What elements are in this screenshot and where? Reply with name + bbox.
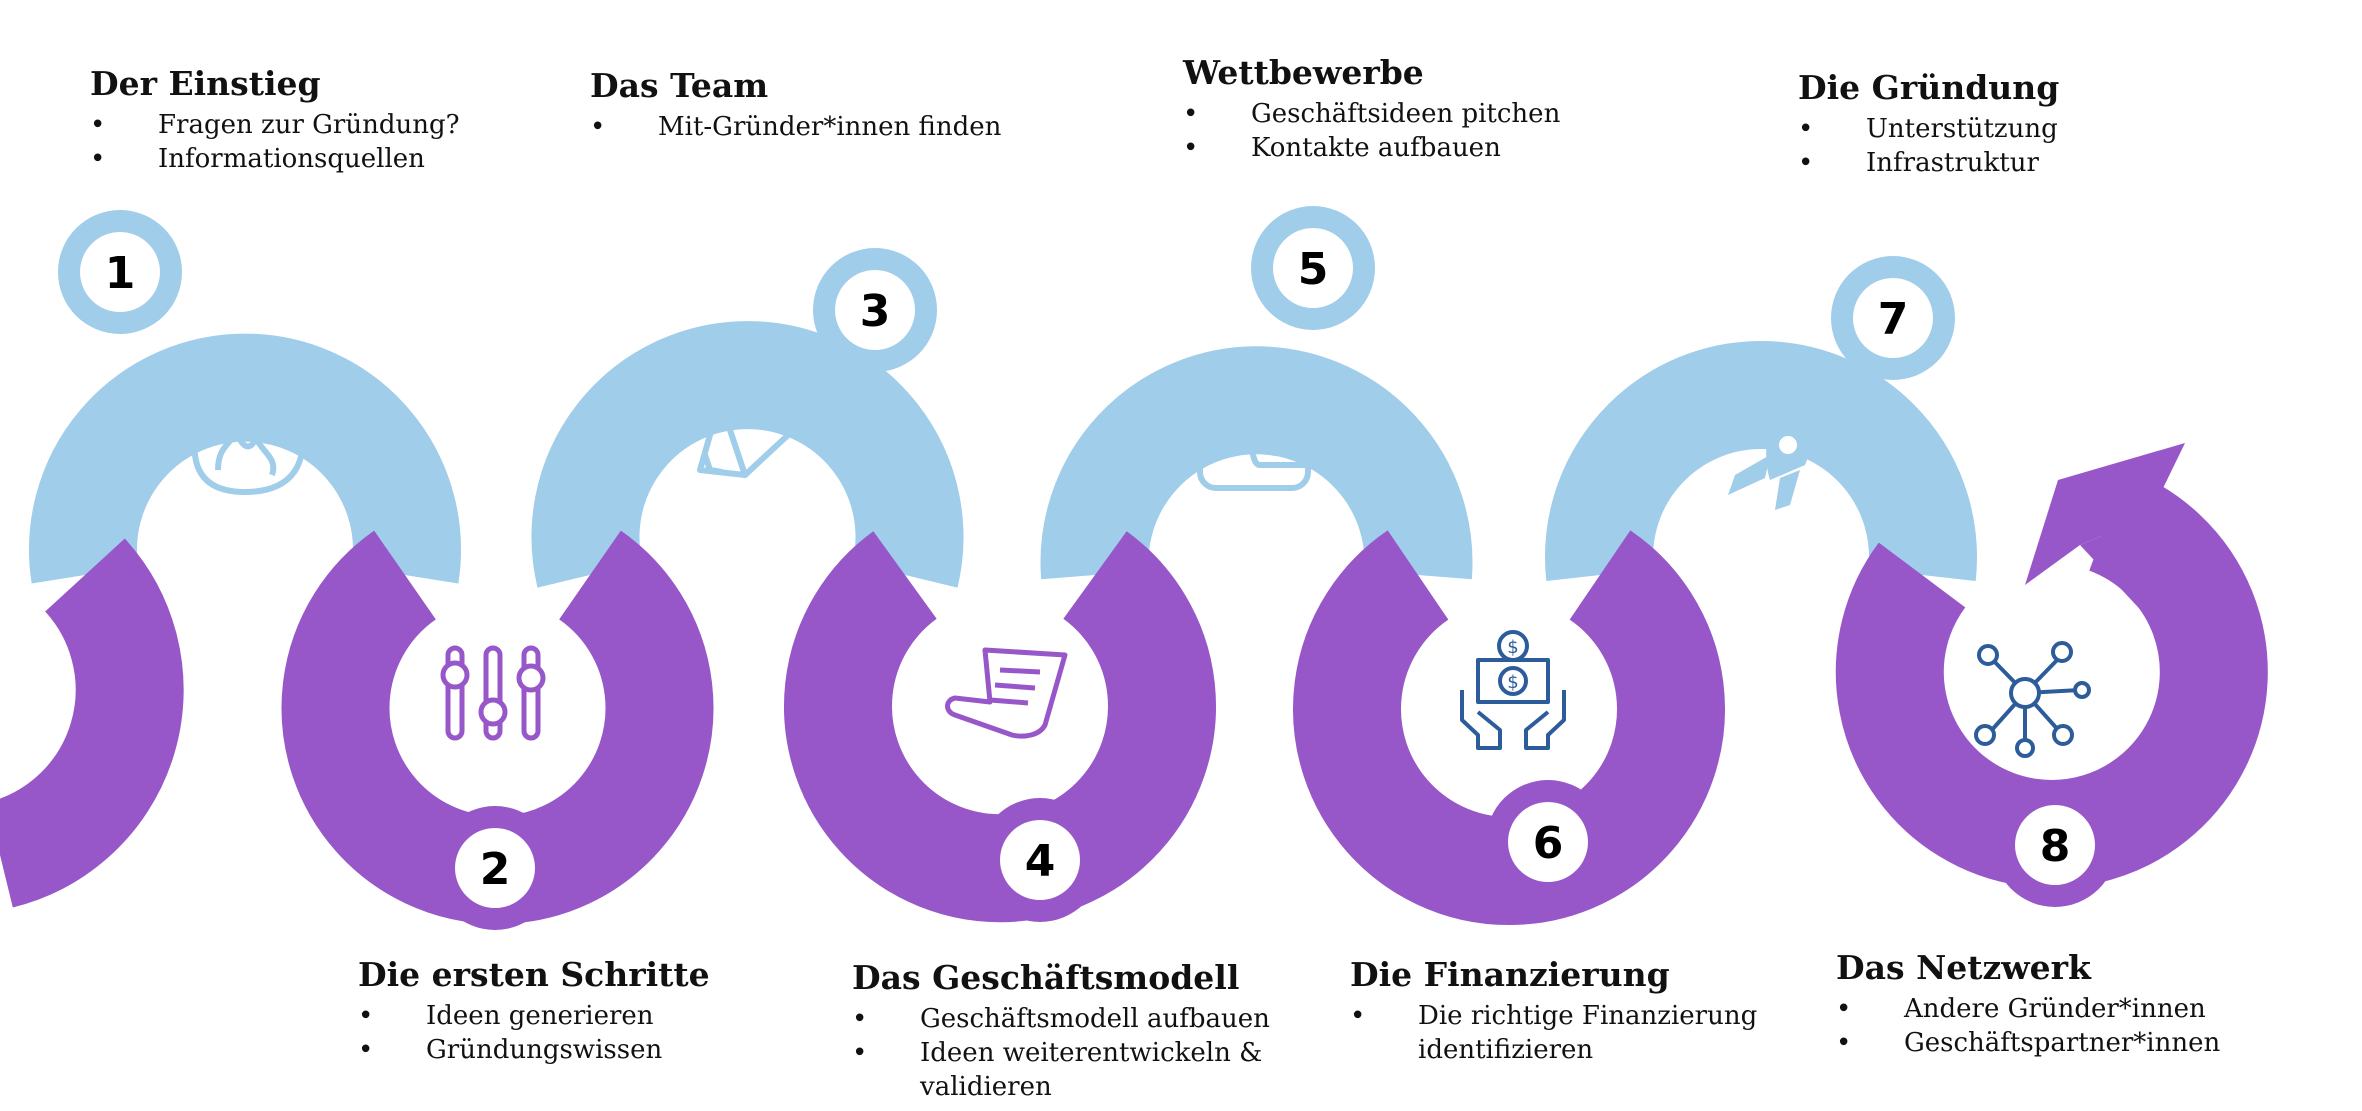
step-3-title: Das Team xyxy=(590,66,769,105)
step-6-title: Die Finanzierung xyxy=(1350,955,1670,994)
step-2-bullet: Gründungswissen xyxy=(358,1033,710,1067)
step-5-bullets: Geschäftsideen pitchen Kontakte aufbauen xyxy=(1183,97,1560,165)
arch-0 xyxy=(0,538,184,908)
arch-3 xyxy=(531,321,964,588)
wallet-icon xyxy=(1197,377,1326,491)
svg-text:$: $ xyxy=(1507,637,1518,658)
step-1-text: Der Einstieg Fragen zur Gründung? Inform… xyxy=(90,64,460,176)
svg-text:8: 8 xyxy=(2040,821,2071,872)
step-7-bullet: Infrastruktur xyxy=(1798,146,2059,180)
step-1-bullet: Fragen zur Gründung? xyxy=(90,108,460,142)
svg-text:7: 7 xyxy=(1878,294,1909,345)
step-2-bullet: Ideen generieren xyxy=(358,999,710,1033)
step-5-bullet: Geschäftsideen pitchen xyxy=(1183,97,1560,131)
arch-7 xyxy=(1545,341,1977,581)
step-8-bullet: Andere Gründer*innen xyxy=(1836,992,2220,1026)
money-hands-icon: $ $ xyxy=(1460,630,1566,750)
step-5-title: Wettbewerbe xyxy=(1183,53,1424,92)
step-1-title: Der Einstieg xyxy=(90,64,321,103)
step-3-text: Das Team Mit-Gründer*innen finden xyxy=(590,66,1001,144)
pencil-icon xyxy=(697,378,821,478)
step-4-text: Das Geschäftsmodell Geschäftsmodell aufb… xyxy=(852,958,1300,1104)
badge-4: 4 xyxy=(1000,820,1080,900)
arrow-shaft xyxy=(2080,515,2210,620)
step-7-bullets: Unterstützung Infrastruktur xyxy=(1798,112,2059,180)
step-5-text: Wettbewerbe Geschäftsideen pitchen Konta… xyxy=(1183,53,1560,165)
svg-text:2: 2 xyxy=(480,844,511,895)
lower-arches xyxy=(0,469,2268,925)
badge-2: 2 xyxy=(455,828,535,908)
svg-text:5: 5 xyxy=(1298,244,1329,295)
step-2-title: Die ersten Schritte xyxy=(358,955,710,994)
network-icon xyxy=(1974,641,2091,758)
number-badges: 1 2 3 4 5 6 7 8 xyxy=(80,228,2095,908)
document-icon xyxy=(945,647,1068,739)
svg-text:6: 6 xyxy=(1533,818,1564,869)
step-8-title: Das Netzwerk xyxy=(1836,948,2091,987)
step-3-bullets: Mit-Gründer*innen finden xyxy=(590,110,1001,144)
svg-text:4: 4 xyxy=(1025,836,1056,887)
step-3-bullet: Mit-Gründer*innen finden xyxy=(590,110,1001,144)
step-4-bullets: Geschäftsmodell aufbauen Ideen weiterent… xyxy=(852,1002,1300,1104)
sliders-icon xyxy=(440,645,546,741)
step-8-bullets: Andere Gründer*innen Geschäftspartner*in… xyxy=(1836,992,2220,1060)
step-2-text: Die ersten Schritte Ideen generieren Grü… xyxy=(358,955,710,1067)
step-4-title: Das Geschäftsmodell xyxy=(852,958,1240,997)
step-4-bullet: Ideen weiterentwickeln & validieren xyxy=(852,1036,1300,1104)
svg-text:1: 1 xyxy=(105,248,136,299)
step-6-bullets: Die richtige Finanzierung identifizieren xyxy=(1350,999,1798,1067)
badge-5: 5 xyxy=(1273,228,1353,308)
step-6-text: Die Finanzierung Die richtige Finanzieru… xyxy=(1350,955,1798,1067)
arch-5 xyxy=(1040,346,1473,580)
svg-text:3: 3 xyxy=(860,286,891,337)
badge-8: 8 xyxy=(2015,805,2095,885)
step-1-bullet: Informationsquellen xyxy=(90,142,460,176)
step-8-bullet: Geschäftspartner*innen xyxy=(1836,1026,2220,1060)
badge-3: 3 xyxy=(835,270,915,350)
badge-6: 6 xyxy=(1508,802,1588,882)
step-1-bullets: Fragen zur Gründung? Informationsquellen xyxy=(90,108,460,176)
step-7-text: Die Gründung Unterstützung Infrastruktur xyxy=(1798,68,2059,180)
upper-knobs xyxy=(58,206,1955,380)
step-7-bullet: Unterstützung xyxy=(1798,112,2059,146)
step-8-text: Das Netzwerk Andere Gründer*innen Geschä… xyxy=(1836,948,2220,1060)
badge-1: 1 xyxy=(80,232,160,312)
step-6-bullet: Die richtige Finanzierung identifizieren xyxy=(1350,999,1798,1067)
rocket-icon xyxy=(1728,380,1814,510)
step-5-bullet: Kontakte aufbauen xyxy=(1183,131,1560,165)
arrow-head xyxy=(2025,443,2185,585)
badge-7: 7 xyxy=(1853,278,1933,358)
svg-text:$: $ xyxy=(1507,672,1518,693)
flame-icon xyxy=(191,357,305,495)
step-7-title: Die Gründung xyxy=(1798,68,2060,107)
step-2-bullets: Ideen generieren Gründungswissen xyxy=(358,999,710,1067)
step-4-bullet: Geschäftsmodell aufbauen xyxy=(852,1002,1300,1036)
